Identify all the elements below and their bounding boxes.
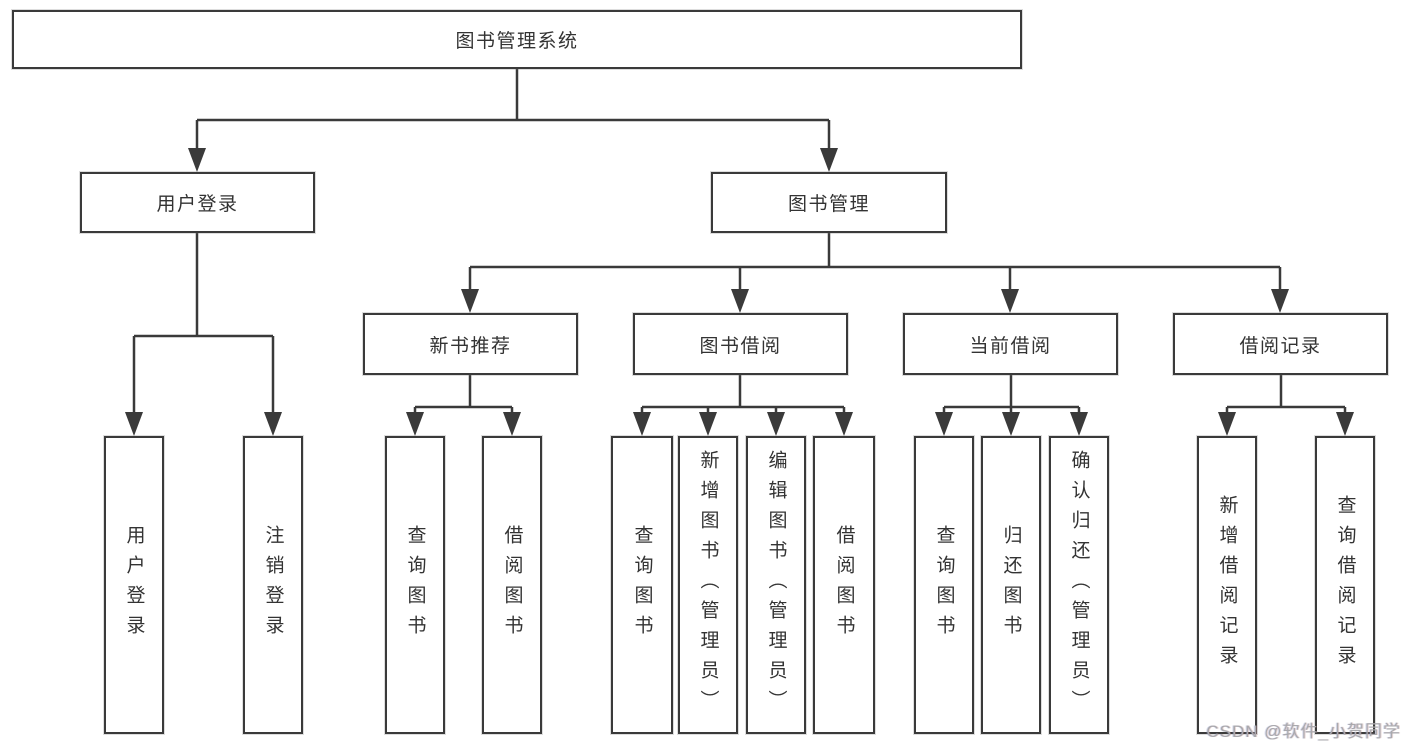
leaf-borrow-book: 借阅图书: [813, 436, 875, 734]
node-label: 新书推荐: [429, 335, 512, 357]
node-label: 编辑图书（管理员）: [765, 450, 787, 720]
node-label: 查询图书: [631, 525, 653, 645]
leaf-add-borrow-record: 新增借阅记录: [1197, 436, 1257, 734]
node-label: 当前借阅: [969, 335, 1052, 357]
node-borrow-records: 借阅记录: [1173, 313, 1388, 375]
node-label: 查询图书: [404, 525, 426, 645]
leaf-edit-book-admin: 编辑图书（管理员）: [746, 436, 806, 734]
leaf-confirm-return-admin: 确认归还（管理员）: [1049, 436, 1109, 734]
node-current-borrow: 当前借阅: [903, 313, 1118, 375]
leaf-borrow-book-recommend: 借阅图书: [482, 436, 542, 734]
node-label: 图书管理: [787, 194, 870, 215]
leaf-query-books-current: 查询图书: [914, 436, 974, 734]
node-label: 归还图书: [1000, 525, 1022, 645]
node-user-login-group: 用户登录: [80, 172, 315, 233]
node-new-book-recommend: 新书推荐: [363, 313, 578, 375]
node-label: 图书管理系统: [455, 31, 579, 52]
node-label: 借阅图书: [501, 525, 523, 645]
node-book-borrow: 图书借阅: [633, 313, 848, 375]
node-label: 新增借阅记录: [1216, 495, 1238, 675]
node-label: 图书借阅: [699, 335, 782, 357]
node-book-management: 图书管理: [711, 172, 947, 233]
node-label: 注销登录: [262, 525, 284, 645]
leaf-return-book: 归还图书: [981, 436, 1041, 734]
node-label: 新增图书（管理员）: [697, 450, 719, 720]
leaf-logout: 注销登录: [243, 436, 303, 734]
node-label: 查询借阅记录: [1334, 495, 1356, 675]
node-root: 图书管理系统: [12, 10, 1022, 69]
node-label: 查询图书: [933, 525, 955, 645]
node-label: 确认归还（管理员）: [1068, 450, 1090, 720]
leaf-query-books-recommend: 查询图书: [385, 436, 445, 734]
leaf-query-books-borrow: 查询图书: [611, 436, 673, 734]
leaf-add-book-admin: 新增图书（管理员）: [678, 436, 738, 734]
node-label: 借阅记录: [1239, 335, 1322, 357]
node-label: 用户登录: [156, 194, 239, 215]
leaf-user-login: 用户登录: [104, 436, 164, 734]
csdn-watermark: CSDN @软件_小贺同学: [1206, 722, 1401, 741]
leaf-query-borrow-record: 查询借阅记录: [1315, 436, 1375, 734]
node-label: 借阅图书: [833, 525, 855, 645]
node-label: 用户登录: [123, 525, 145, 645]
